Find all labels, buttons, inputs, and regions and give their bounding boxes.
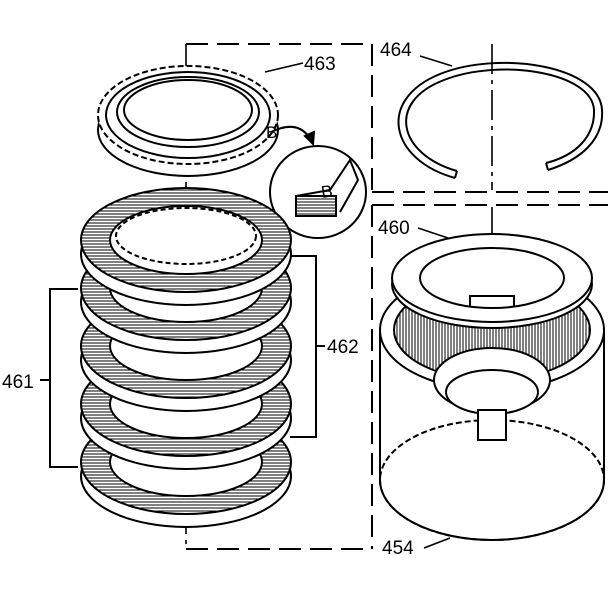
detail-b-inset-label: B [320,182,334,202]
label-462: 462 [327,337,359,358]
leader-460 [417,227,449,239]
detail-b-callout [269,125,367,239]
leader-464 [419,55,453,67]
label-460: 460 [378,218,410,239]
bracket-462 [290,255,325,438]
leader-463 [264,62,304,73]
piston-460 [391,233,593,329]
assembly-boundary [186,43,608,550]
leader-454 [423,537,451,549]
label-464: 464 [380,40,412,61]
backing-plate-463 [97,65,279,177]
snap-ring-464 [397,61,604,179]
bracket-461 [40,288,78,468]
label-454: 454 [382,538,414,559]
clutch-plate-stack [80,187,292,528]
label-463: 463 [304,54,336,75]
detail-b-label: B [266,123,277,142]
label-461: 461 [2,372,34,393]
